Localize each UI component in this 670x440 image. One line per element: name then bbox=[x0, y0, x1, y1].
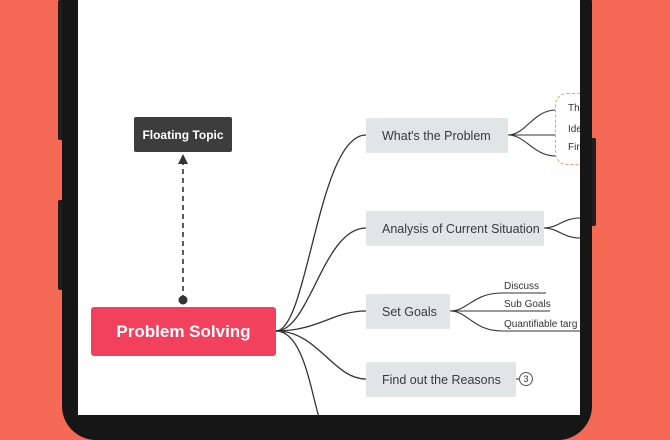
branch-set-goals[interactable]: Set Goals bbox=[366, 294, 450, 329]
mind-map-canvas[interactable]: Floating Topic Problem Solving What's th… bbox=[78, 0, 580, 415]
central-topic[interactable]: Problem Solving bbox=[91, 307, 276, 356]
power-button bbox=[58, 200, 64, 290]
branch-find-out-the-reasons[interactable]: Find out the Reasons bbox=[366, 362, 516, 397]
subtopic-quantifiable-targets[interactable]: Quantifiable targ bbox=[504, 319, 578, 330]
collapsed-count-badge[interactable]: 3 bbox=[519, 372, 533, 386]
subtopic-boundary[interactable] bbox=[555, 93, 580, 165]
subtopic-discuss[interactable]: Discuss bbox=[504, 281, 540, 292]
volume-button bbox=[58, 0, 64, 140]
subtopic-sub-goals[interactable]: Sub Goals bbox=[504, 299, 551, 310]
branch-whats-the-problem[interactable]: What's the Problem bbox=[366, 118, 508, 153]
side-button-right bbox=[589, 138, 596, 226]
branch-analysis-of-current-situation[interactable]: Analysis of Current Situation bbox=[366, 211, 544, 246]
subtopic-truncated[interactable]: Ide bbox=[568, 124, 580, 135]
subtopic-truncated[interactable]: Fir bbox=[568, 142, 580, 153]
floating-topic[interactable]: Floating Topic bbox=[134, 117, 232, 152]
connection-lines bbox=[178, 109, 580, 415]
subtopic-truncated[interactable]: Th bbox=[568, 103, 580, 114]
